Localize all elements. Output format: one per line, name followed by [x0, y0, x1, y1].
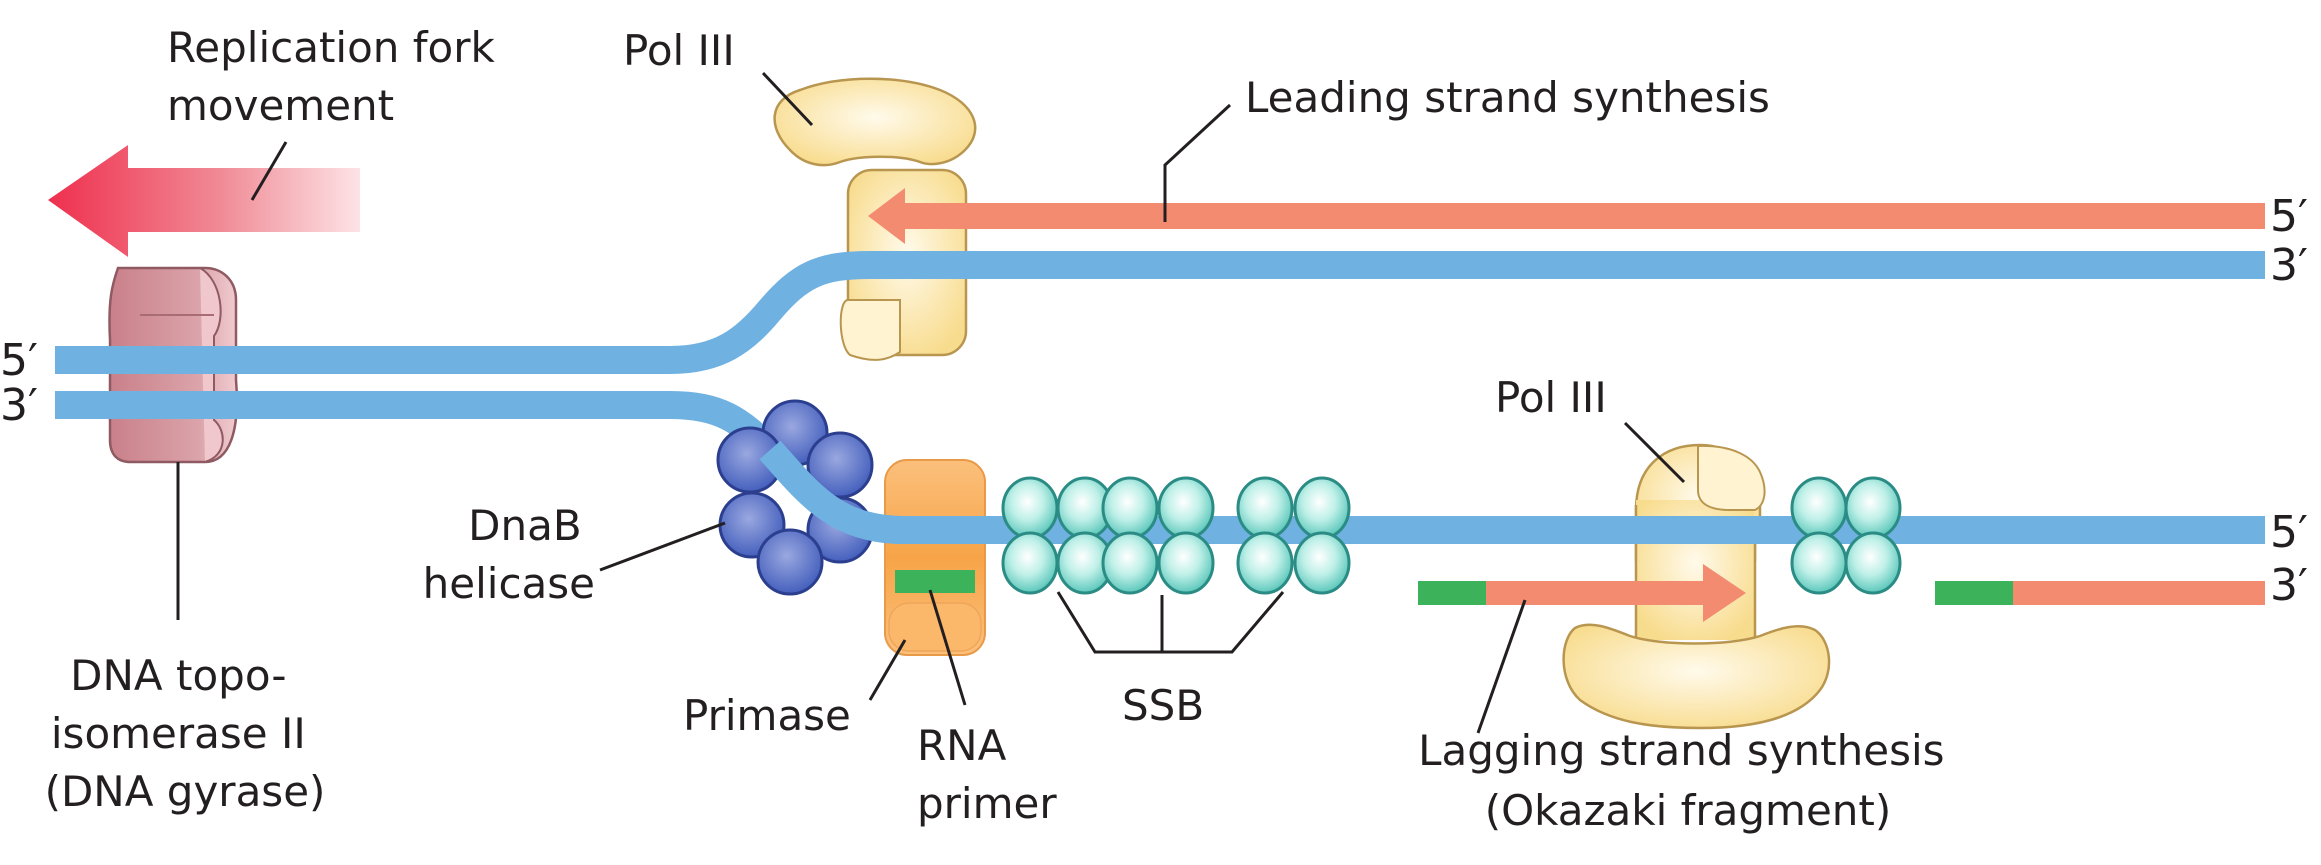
template-strand-bottom-through-helicase [759, 440, 901, 544]
helicase-label: DnaB helicase [423, 501, 595, 608]
leading-synthesis-label: Leading strand synthesis [1245, 73, 1770, 122]
leading-synthesis-leader [1163, 103, 1232, 222]
ssb-protein [1844, 476, 1902, 540]
left-bottom-end-label: 3′ [0, 380, 38, 431]
primase-label: Primase [683, 691, 851, 740]
primase [884, 459, 986, 656]
right-template-bottom-end-label: 5′ [2270, 507, 2308, 558]
ssb-cluster [1001, 476, 1351, 595]
rna-primer-label: RNA primer [917, 721, 1057, 828]
primase-leader [868, 639, 907, 701]
pol3-leading-leader [761, 71, 814, 127]
ssb-bracket [1056, 591, 1285, 654]
left-top-end-label: 5′ [0, 335, 38, 386]
okazaki-fragment [1486, 581, 1711, 605]
okazaki-arrowhead [1703, 564, 1746, 622]
right-template-top-end-label: 3′ [2270, 240, 2308, 291]
ssb-protein [1790, 531, 1848, 595]
ssb-protein [1844, 531, 1902, 595]
helicase-leader [599, 521, 726, 572]
ssb-protein [1236, 476, 1294, 540]
leading-strand [900, 203, 2265, 229]
leading-strand-arrowhead [868, 188, 905, 244]
ssb-protein [1236, 531, 1294, 595]
rna-primer-leader [928, 589, 967, 706]
pol3-lagging-leader [1623, 421, 1686, 484]
pol3-leading-label: Pol III [623, 26, 735, 75]
ssb-protein [1001, 476, 1059, 540]
template-strand-top [55, 251, 2265, 374]
fork-movement-arrow [48, 145, 360, 257]
rna-primer [895, 570, 975, 593]
lagging-synthesis-leader [1476, 599, 1527, 734]
fork-movement-leader [250, 141, 288, 201]
ssb-protein [1293, 531, 1351, 595]
pol3-lagging-label: Pol III [1495, 373, 1607, 422]
ssb-protein [1157, 476, 1215, 540]
ssb-protein [1101, 531, 1159, 595]
previous-okazaki-fragment [2013, 581, 2265, 605]
fork-movement-label: Replication fork movement [167, 23, 508, 130]
ssb-protein [1101, 476, 1159, 540]
ssb-protein [1157, 531, 1215, 595]
ssb-protein [1790, 476, 1848, 540]
okazaki-primer [1418, 581, 1486, 605]
helicase-subunit [756, 528, 824, 596]
lagging-synthesis-label: Lagging strand synthesis (Okazaki fragme… [1418, 726, 1958, 835]
right-lagging-end-label: 3′ [2270, 560, 2308, 611]
topoisomerase-label: DNA topo- isomerase II (DNA gyrase) [45, 651, 326, 816]
ssb-label: SSB [1122, 681, 1204, 730]
previous-okazaki-primer [1935, 581, 2013, 605]
right-leading-end-label: 5′ [2270, 191, 2308, 242]
ssb-cluster-right [1790, 476, 1902, 595]
ssb-protein [1001, 531, 1059, 595]
ssb-protein [1293, 476, 1351, 540]
